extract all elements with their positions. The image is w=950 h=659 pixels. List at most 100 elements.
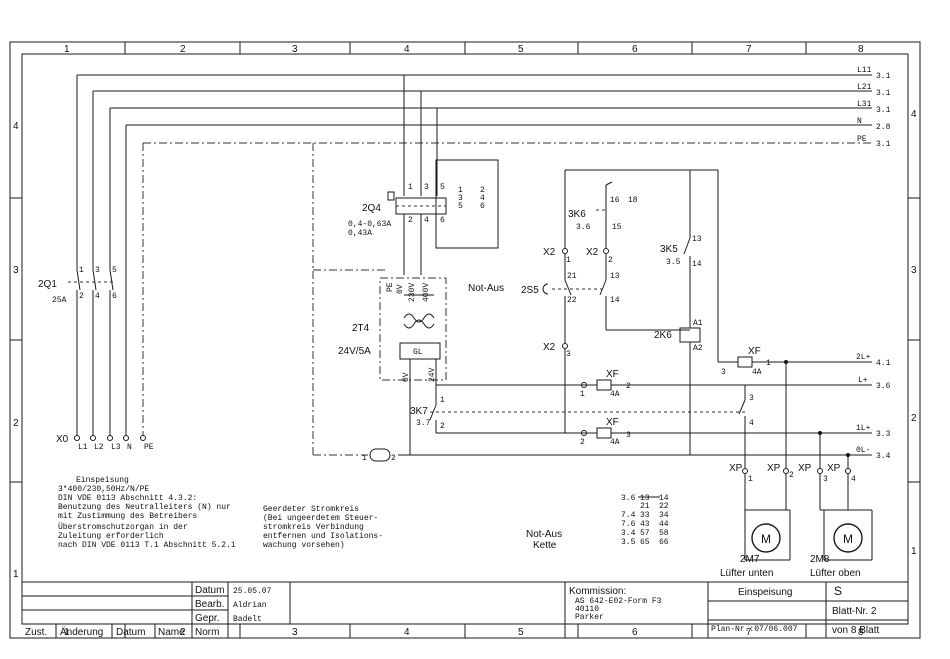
- t4-prim: 0V: [396, 284, 405, 294]
- col-label-top: 8: [858, 44, 864, 55]
- k5-pin: 14: [692, 260, 702, 269]
- col-label-top: 7: [746, 44, 752, 55]
- output-ref: 3.4: [876, 452, 891, 461]
- notaus-chain: Kette: [533, 540, 557, 551]
- col-label-bottom: 6: [632, 627, 638, 638]
- earth-note: wachung vorsehen): [263, 541, 345, 550]
- supply-buses: L11 3.1 L21 3.1 L31 3.1 N 2.8 PE 3.1: [77, 66, 891, 149]
- q1-pin: 6: [112, 292, 117, 301]
- fuse-pin: 2: [580, 438, 585, 447]
- tb-value: Aldrian: [233, 601, 267, 610]
- supply-note: Überstromschutzorgan in der: [58, 523, 188, 532]
- tb-rev-header: Zust.: [25, 627, 47, 638]
- tb-kommission: 40110: [575, 605, 599, 614]
- k6a-pin: 18: [628, 196, 638, 205]
- tb-rev-header: Änderung: [60, 626, 103, 638]
- s5-pin: 21: [567, 272, 577, 281]
- k7-pin: 1: [440, 396, 445, 405]
- fan-name: 2M8: [810, 554, 830, 565]
- contact-ref: 3.5: [621, 538, 636, 547]
- row-grid: 4 3 2 1 4 3 2 1: [10, 109, 920, 580]
- xp-name: XP: [798, 463, 812, 474]
- k6a-pin: 15: [612, 223, 622, 232]
- supply-note: nach DIN VDE 0113 T.1 Abschnitt 5.2.1: [58, 541, 236, 550]
- k6a-pin: 16: [610, 196, 620, 205]
- x2-name: X2: [586, 247, 599, 258]
- x2-pin: 1: [566, 256, 571, 265]
- fan-symbol: M: [761, 532, 771, 546]
- t4-prim: 400V: [422, 283, 431, 302]
- fan-name: 2M7: [740, 554, 760, 565]
- fan-feed: 3 4 XP XP XP XP 1 2 3 4 M M 2M7 2M8 Lüf: [720, 362, 873, 579]
- q4-pin: 2: [408, 216, 413, 225]
- contact-b: 66: [659, 538, 669, 547]
- output-ref: 4.1: [876, 359, 891, 368]
- fuse-pin: 1: [580, 390, 585, 399]
- title-block: Datum 25.05.07 Bearb. Aldrian Gepr. Bade…: [22, 581, 908, 638]
- k6-coil-name: 2K6: [654, 330, 672, 341]
- fuse-pin: 3: [721, 368, 726, 377]
- xp-pin: 3: [823, 475, 828, 484]
- q1-pin: 2: [79, 292, 84, 301]
- row-label-left: 4: [13, 121, 19, 132]
- tb-title: Einspeisung: [738, 587, 792, 598]
- q4-name: 2Q4: [362, 203, 381, 214]
- tb-sheet-code: S: [834, 584, 842, 598]
- output-ref: 3.3: [876, 430, 891, 439]
- t4-rating: 24V/5A: [338, 346, 371, 357]
- supply-note: 3*400/230,50Hz/N/PE: [58, 485, 149, 494]
- bus-ref: 3.1: [876, 72, 891, 81]
- bus-label-l31: L31: [857, 100, 872, 109]
- fan-label: Lüfter unten: [720, 568, 773, 579]
- x2-pin: 3: [566, 350, 571, 359]
- main-feed: 1 3 5 2 4 6 2Q1 25A X0 L1 L2 L3 N PE: [38, 75, 154, 452]
- contact-ref: 7.6: [621, 520, 636, 529]
- s5-pin: 14: [610, 296, 620, 305]
- tb-kommission: AS 642-E02-Form F3: [575, 597, 662, 606]
- q1-pin: 5: [112, 266, 117, 275]
- q4-aux: 1: [458, 186, 463, 195]
- s5-label: Not-Aus: [468, 283, 504, 294]
- x0-pin: L3: [111, 443, 121, 452]
- col-label-bottom: 1: [64, 627, 70, 638]
- fan-label: Lüfter oben: [810, 568, 861, 579]
- tb-label: Bearb.: [195, 599, 224, 610]
- bus-label-l21: L21: [857, 83, 872, 92]
- contact-a: 21: [640, 502, 650, 511]
- fuse-rating: 4A: [610, 390, 620, 399]
- col-label-bottom: 4: [404, 627, 410, 638]
- col-label-top: 4: [404, 44, 410, 55]
- x2-name: X2: [543, 247, 556, 258]
- col-label-top: 1: [64, 44, 70, 55]
- tb-blatt: Blatt-Nr. 2: [832, 606, 877, 617]
- q1-pin: 4: [95, 292, 100, 301]
- xp-pin: 1: [748, 475, 753, 484]
- contact-a: 57: [640, 529, 650, 538]
- bus-ref: 2.8: [876, 123, 891, 132]
- q4-setting: 0,43A: [348, 229, 372, 238]
- pe-network: 1 2: [312, 143, 872, 463]
- control-secondary: 1 2 3K7 3.7: [409, 382, 745, 455]
- row-label-right: 3: [911, 265, 917, 276]
- s5-pin: 22: [567, 296, 577, 305]
- tb-label: Gepr.: [195, 613, 219, 624]
- k6-coil-pin: A1: [693, 319, 703, 328]
- t4-transformer: PE 0V 230V 400V GL 0V 24V 2T4 24V/5A: [338, 277, 447, 390]
- fuse-pin: 1: [766, 359, 771, 368]
- k7-pin: 3: [749, 394, 754, 403]
- tb-von: von 8 Blatt: [832, 625, 879, 636]
- tb-kommission: Parker: [575, 613, 604, 622]
- fuse-group: XF 3 1 4A XF 1 2 4A XF 2 3 4A 2L+ 4.1 L+…: [580, 346, 891, 461]
- earth-note: (Bei ungeerdetem Steuer-: [263, 514, 378, 523]
- contact-ref: 3.4: [621, 529, 636, 538]
- k6a-ref: 3.6: [576, 223, 591, 232]
- row-label-left: 2: [13, 418, 19, 429]
- notaus-chain: Not-Aus: [526, 529, 562, 540]
- col-label-bottom: 3: [292, 627, 298, 638]
- supply-note: mit Zustimmung des Betreibers: [58, 512, 197, 521]
- x0-pin: L2: [94, 443, 104, 452]
- emergency-chain: X2 1 21 22 X2 3 X2 2 13 14 2S5 Not-Aus 1…: [468, 169, 719, 455]
- s5-pin: 13: [610, 272, 620, 281]
- col-label-bottom: 7: [746, 627, 752, 638]
